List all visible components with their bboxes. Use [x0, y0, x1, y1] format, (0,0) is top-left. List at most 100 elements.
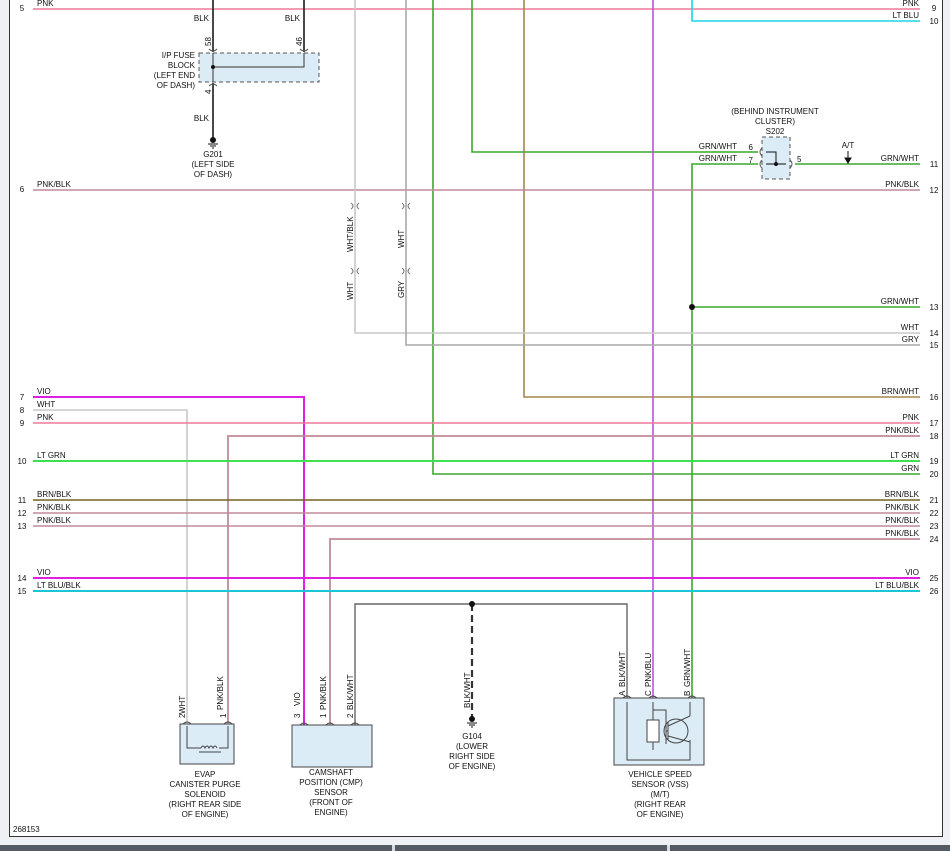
cmp-label: POSITION (CMP): [299, 778, 363, 787]
g104-label: (LOWER: [456, 742, 488, 751]
right-pin-number: 13: [930, 303, 939, 312]
wire-label: PNK/BLK: [885, 426, 919, 435]
tab-separator: [667, 845, 670, 851]
wire-label: LT GRN: [890, 451, 919, 460]
wire-label: BLK: [194, 14, 210, 23]
left-pin-number: 5: [20, 4, 25, 13]
pin-number: 46: [295, 37, 304, 46]
wire-label: WHT: [37, 400, 55, 409]
wire-label: LT GRN: [37, 451, 66, 460]
right-pin-number: 11: [930, 160, 939, 169]
wire-label: VIO: [293, 692, 302, 706]
right-pin-number: 9: [932, 4, 937, 13]
wire-label: BRN/BLK: [885, 490, 920, 499]
left-pin-number: 7: [20, 393, 25, 402]
pin-number: 1: [319, 713, 328, 718]
right-pin-number: 18: [930, 432, 939, 441]
wire-grnwht-s202-7: [691, 163, 758, 700]
left-pin-number: 8: [20, 406, 25, 415]
left-pin-number: 11: [18, 496, 27, 505]
s202-label: S202: [766, 127, 785, 136]
right-pin-number: 16: [930, 393, 939, 402]
wire-label: BLK: [285, 14, 301, 23]
wire-label: WHT: [397, 230, 406, 248]
evap-label: CANISTER PURGE: [169, 780, 240, 789]
vss-label: OF ENGINE): [637, 810, 684, 819]
left-pin-number: 14: [18, 574, 27, 583]
evap-label: SOLENOID: [184, 790, 226, 799]
wire-label: BRN/WHT: [882, 387, 919, 396]
fuse-block-label: (LEFT END: [154, 71, 195, 80]
g201-label: OF DASH): [194, 170, 233, 179]
ground-symbol-g201: [208, 137, 218, 149]
g104-label: G104: [462, 732, 482, 741]
left-pin-number: 9: [20, 419, 25, 428]
vss-label: SENSOR (VSS): [631, 780, 689, 789]
inline-connector: [350, 267, 360, 275]
wire-label: VIO: [37, 568, 51, 577]
fuse-block-label: BLOCK: [168, 61, 196, 70]
pin-number: A: [618, 690, 627, 696]
right-pin-number: 26: [930, 587, 939, 596]
wire-label: PNK/BLU: [644, 653, 653, 687]
wire-ltblu-row10: [691, 0, 920, 22]
s202-label: (BEHIND INSTRUMENT: [731, 107, 819, 116]
right-pin-number: 22: [930, 509, 939, 518]
inline-connector: [350, 202, 360, 210]
left-pin-number: 12: [18, 509, 27, 518]
right-pin-number: 24: [930, 535, 939, 544]
splice-dot: [469, 601, 475, 607]
vss-label: VEHICLE SPEED: [628, 770, 692, 779]
ip-fuse-block: [198, 48, 320, 87]
vss-label: (RIGHT REAR: [634, 800, 686, 809]
g104-label: RIGHT SIDE: [449, 752, 495, 761]
vss-label: (M/T): [650, 790, 669, 799]
wire-label: WHT: [178, 696, 187, 714]
s202-label: CLUSTER): [755, 117, 795, 126]
evap-solenoid-component: [179, 721, 235, 765]
wire-label: BLK/WHT: [463, 672, 472, 708]
wire-label: BLK/WHT: [346, 674, 355, 710]
diagram-id: 268153: [13, 825, 40, 834]
cmp-sensor-component: [291, 722, 373, 768]
right-pin-number: 17: [930, 419, 939, 428]
left-pin-number: 15: [18, 587, 27, 596]
wire-vio-row7: [33, 396, 305, 726]
splice-s202: [759, 136, 793, 180]
wire-label: PNK/BLK: [216, 676, 225, 710]
wire-wht-row8: [33, 409, 188, 726]
pin-number: 3: [293, 713, 302, 718]
wire-label: WHT/BLK: [346, 216, 355, 252]
wire-blkwht-cmp: [354, 603, 628, 726]
wire-label: PNK/BLK: [37, 180, 71, 189]
wire-label: GRN: [901, 464, 919, 473]
wire-label: GRY: [902, 335, 920, 344]
wire-label: PNK/BLK: [885, 529, 919, 538]
wire-label: LT BLU/BLK: [37, 581, 81, 590]
wire-wht-row14: [354, 0, 920, 334]
bottom-tab-strip: [0, 845, 950, 851]
ground-symbol-g104: [467, 716, 477, 728]
left-pin-number: 6: [20, 185, 25, 194]
pin-number: C: [644, 690, 653, 696]
wire-label: GRN/WHT: [699, 154, 737, 163]
wire-label: BRN/BLK: [37, 490, 72, 499]
pin-number: 7: [749, 156, 754, 165]
pin-number: 1: [219, 713, 228, 718]
wire-label: LT BLU/BLK: [875, 581, 919, 590]
left-pin-number: 13: [18, 522, 27, 531]
wire-label: PNK/BLK: [37, 503, 71, 512]
right-pin-number: 20: [930, 470, 939, 479]
wire-label: PNK/BLK: [37, 516, 71, 525]
wire-pnkblk-row18: [227, 435, 920, 726]
wire-label: VIO: [905, 568, 919, 577]
g201-label: (LEFT SIDE: [192, 160, 235, 169]
evap-label: EVAP: [195, 770, 216, 779]
pin-number: 6: [749, 143, 754, 152]
right-pin-number: 12: [930, 186, 939, 195]
wire-label: WHT: [346, 282, 355, 300]
cmp-label: CAMSHAFT: [309, 768, 353, 777]
inline-connector: [401, 267, 411, 275]
